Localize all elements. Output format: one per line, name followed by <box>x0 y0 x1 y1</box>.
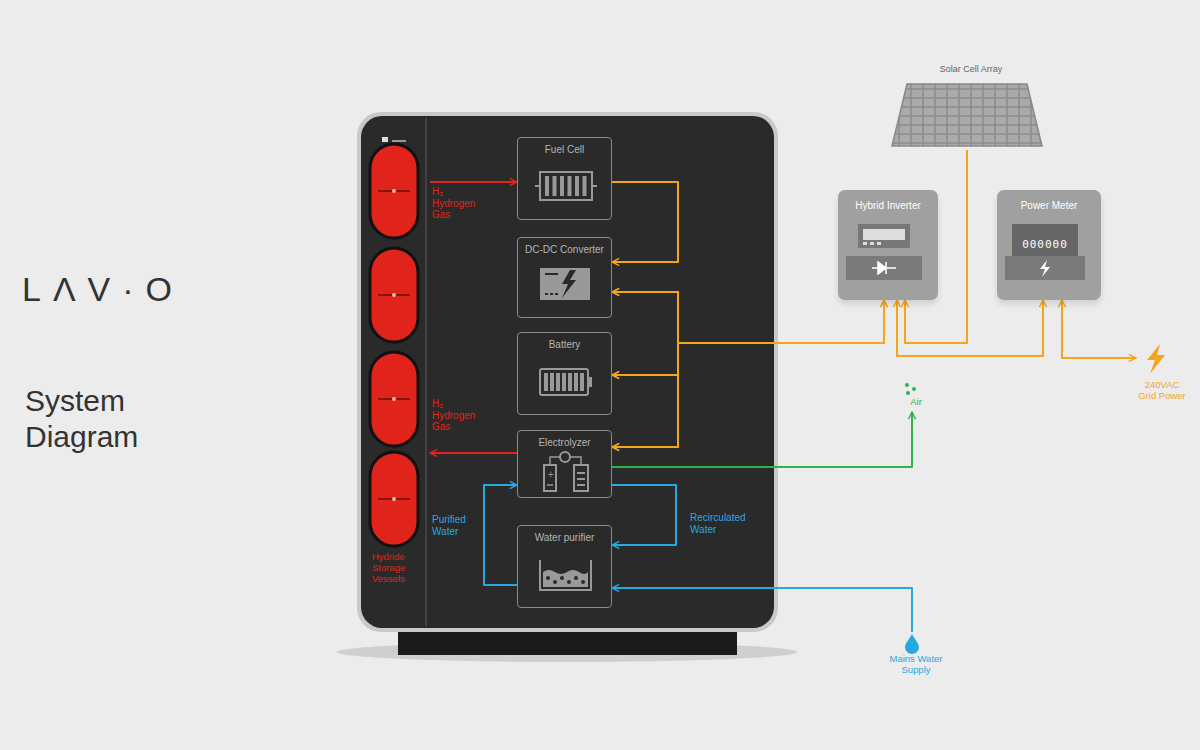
node-label: Fuel Cell <box>518 138 611 155</box>
air-outlet: Air <box>895 382 937 412</box>
process-box: Fuel Cell <box>517 137 612 220</box>
air-dots <box>895 382 929 396</box>
edge-label: Purified Water <box>432 514 480 537</box>
node-label: Hybrid Inverter <box>838 190 938 211</box>
connector <box>612 300 884 375</box>
node-label: 240VAC Grid Power <box>1136 380 1188 402</box>
node-label: Air <box>895 396 937 407</box>
connector <box>897 300 1043 356</box>
solar-panel <box>887 62 1047 152</box>
connector <box>612 292 678 447</box>
vessel-icons <box>366 140 422 550</box>
water-drop <box>880 632 944 654</box>
connector <box>1062 300 1136 358</box>
edge-label: H₂ Hydrogen Gas <box>432 186 484 221</box>
connector <box>612 375 678 447</box>
node-label: Electrolyzer <box>518 431 611 448</box>
edge-label: Recirculated Water <box>690 512 760 535</box>
node-label: Mains Water Supply <box>880 654 952 676</box>
connector <box>612 292 678 375</box>
brand-logo: LΛV·O <box>22 270 184 309</box>
solar-array: Solar Cell Array <box>887 60 1055 150</box>
water-inlet: Mains Water Supply <box>880 632 952 694</box>
process-box: + Electrolyzer <box>517 430 612 498</box>
device-box: Power Meter 000000 <box>997 190 1101 300</box>
node-label: Hydride Storage Vessels <box>366 552 430 585</box>
diagram-title: System Diagram <box>25 383 185 455</box>
node-label: Water purifier <box>518 526 611 543</box>
connector <box>612 485 676 545</box>
grid-terminal: 240VAC Grid Power <box>1136 342 1188 426</box>
device-box: Hybrid Inverter <box>838 190 938 300</box>
connector <box>612 182 678 262</box>
connector <box>430 181 517 183</box>
meter-digits: 000000 <box>1012 224 1078 256</box>
svg-text:+: + <box>547 469 555 479</box>
node-label: Solar Cell Array <box>887 64 1055 74</box>
process-box: Water purifier <box>517 525 612 608</box>
connector <box>612 412 912 467</box>
node-label: DC-DC Converter <box>518 238 611 255</box>
node-label: Power Meter <box>997 190 1101 211</box>
connector <box>430 452 517 454</box>
process-box: Battery <box>517 332 612 415</box>
node-label: Battery <box>518 333 611 350</box>
process-box: DC-DC Converter <box>517 237 612 318</box>
storage-vessels: Hydride Storage Vessels <box>366 140 430 590</box>
lightning-icon <box>1136 342 1176 376</box>
connector <box>484 485 517 585</box>
connector <box>612 588 912 632</box>
edge-label: H₂ Hydrogen Gas <box>432 398 484 433</box>
